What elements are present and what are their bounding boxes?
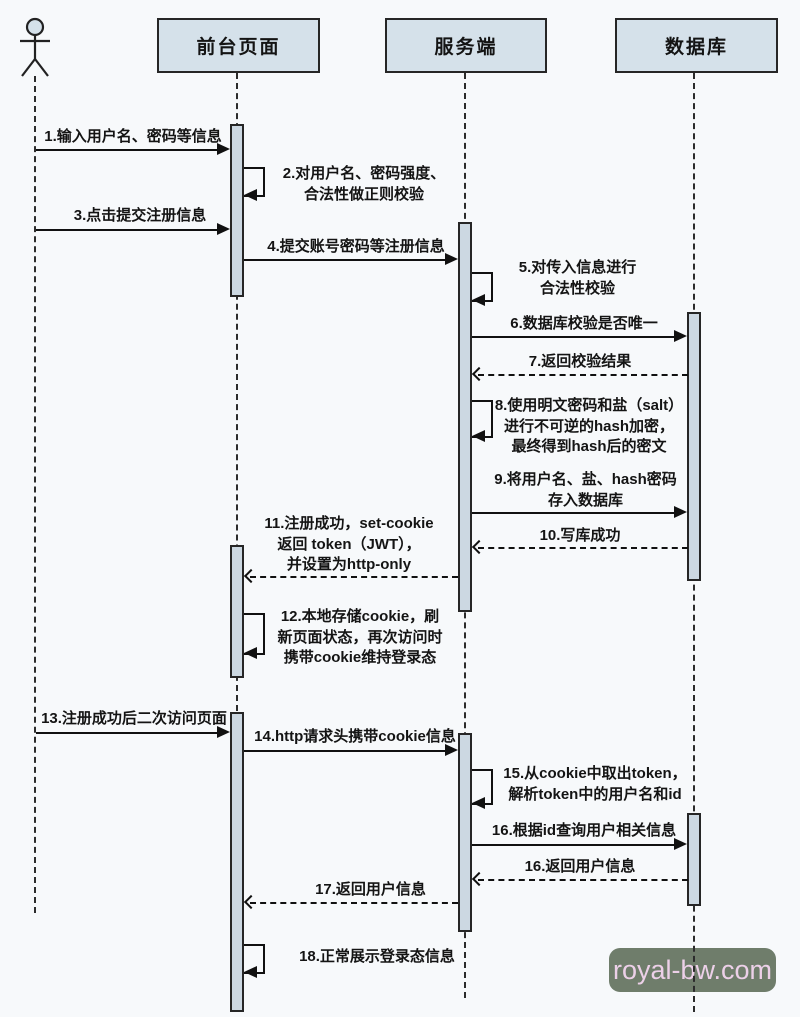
message-label-16: 16.根据id查询用户相关信息 bbox=[491, 822, 677, 839]
message-arrow-3 bbox=[36, 229, 218, 231]
message-arrow-1 bbox=[36, 149, 218, 151]
message-label-14: 14.http请求头携带cookie信息 bbox=[254, 728, 456, 745]
arrowhead-15 bbox=[472, 797, 485, 809]
message-label-6: 6.数据库校验是否唯一 bbox=[510, 315, 658, 332]
activation-frontend-3 bbox=[230, 712, 244, 1012]
message-label-4: 4.提交账号密码等注册信息 bbox=[267, 238, 445, 255]
message-label-5: 5.对传入信息进行 合法性校验 bbox=[518, 259, 637, 297]
message-label-2: 2.对用户名、密码强度、 合法性做正则校验 bbox=[282, 165, 446, 203]
activation-database-2 bbox=[687, 813, 701, 906]
message-label-11: 11.注册成功，set-cookie 返回 token（JWT）， 并设置为ht… bbox=[264, 515, 434, 574]
arrowhead-4 bbox=[445, 253, 458, 265]
arrowhead-3 bbox=[217, 223, 230, 235]
arrowhead-6 bbox=[674, 330, 687, 342]
arrowhead-16-return bbox=[471, 871, 487, 887]
participant-box-frontend: 前台页面 bbox=[157, 18, 320, 73]
arrowhead-7 bbox=[471, 366, 487, 382]
arrowhead-5 bbox=[472, 294, 485, 306]
activation-server-1 bbox=[458, 222, 472, 612]
message-arrow-4 bbox=[244, 259, 445, 261]
message-arrow-16-return bbox=[478, 879, 688, 881]
arrowhead-16 bbox=[674, 838, 687, 850]
message-arrow-17 bbox=[250, 902, 458, 904]
activation-frontend-2 bbox=[230, 545, 244, 678]
message-arrow-6 bbox=[472, 336, 674, 338]
message-label-13: 13.注册成功后二次访问页面 bbox=[41, 710, 227, 727]
message-arrow-16 bbox=[472, 844, 674, 846]
message-label-10: 10.写库成功 bbox=[539, 527, 621, 544]
arrowhead-8 bbox=[472, 430, 485, 442]
message-label-7: 7.返回校验结果 bbox=[528, 353, 632, 370]
arrowhead-14 bbox=[445, 744, 458, 756]
message-label-8: 8.使用明文密码和盐（salt） 进行不可逆的hash加密， 最终得到hash后… bbox=[494, 397, 684, 456]
activation-database-1 bbox=[687, 312, 701, 581]
participant-label-database: 数据库 bbox=[664, 37, 728, 58]
message-label-1: 1.输入用户名、密码等信息 bbox=[44, 128, 222, 145]
message-arrow-9 bbox=[472, 512, 674, 514]
message-arrow-11 bbox=[250, 576, 458, 578]
participant-box-server: 服务端 bbox=[385, 18, 547, 73]
participant-label-server: 服务端 bbox=[434, 37, 498, 58]
lifeline-user bbox=[34, 76, 36, 913]
arrowhead-1 bbox=[217, 143, 230, 155]
arrowhead-9 bbox=[674, 506, 687, 518]
message-label-12: 12.本地存储cookie，刷 新页面状态，再次访问时 携带cookie维持登录… bbox=[277, 608, 443, 667]
message-label-18: 18.正常展示登录态信息 bbox=[299, 948, 455, 965]
lifeline-frontend bbox=[236, 73, 238, 1012]
message-label-16-return: 16.返回用户信息 bbox=[524, 858, 636, 875]
message-label-17: 17.返回用户信息 bbox=[315, 881, 426, 898]
participant-label-frontend: 前台页面 bbox=[196, 37, 281, 58]
activation-frontend-1 bbox=[230, 124, 244, 297]
actor-icon bbox=[20, 17, 50, 77]
message-label-3: 3.点击提交注册信息 bbox=[73, 207, 207, 224]
arrowhead-17 bbox=[243, 894, 259, 910]
message-arrow-7 bbox=[478, 374, 688, 376]
message-arrow-13 bbox=[36, 732, 218, 734]
arrowhead-2 bbox=[244, 189, 257, 201]
message-arrow-14 bbox=[244, 750, 445, 752]
message-label-15: 15.从cookie中取出token， 解析token中的用户名和id bbox=[503, 765, 687, 803]
arrowhead-10 bbox=[471, 539, 487, 555]
arrowhead-13 bbox=[217, 726, 230, 738]
participant-box-database: 数据库 bbox=[615, 18, 778, 73]
watermark: royal-bw.com bbox=[609, 948, 776, 992]
activation-server-2 bbox=[458, 733, 472, 932]
arrowhead-12 bbox=[244, 647, 257, 659]
watermark-text: royal-bw.com bbox=[612, 954, 773, 985]
message-arrow-10 bbox=[478, 547, 688, 549]
message-label-9: 9.将用户名、盐、hash密码 存入数据库 bbox=[494, 471, 677, 509]
arrowhead-18 bbox=[244, 966, 257, 978]
